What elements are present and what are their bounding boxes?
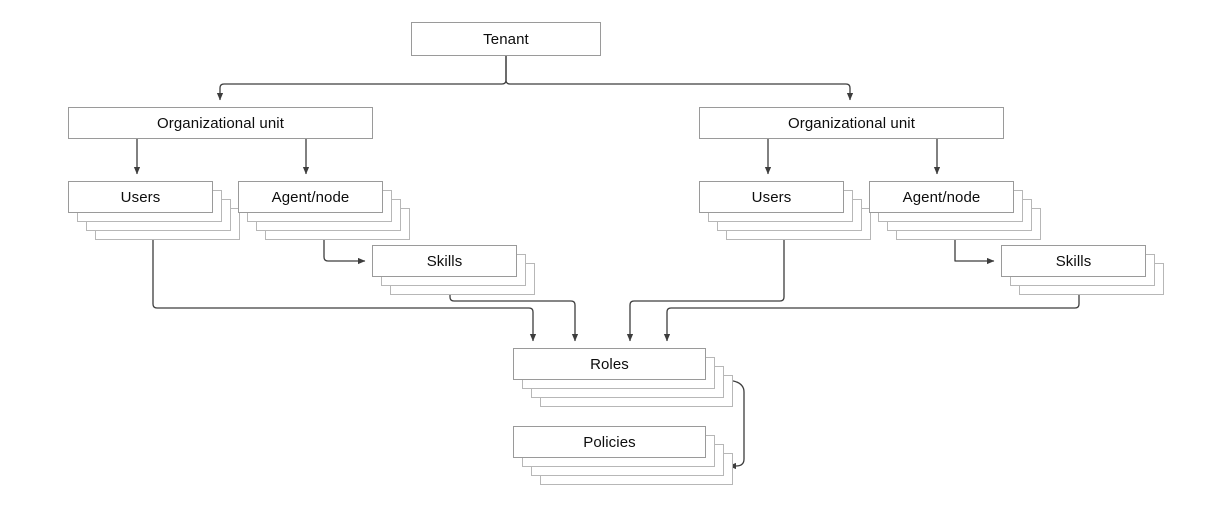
edge-users-left-to-roles	[152, 240, 537, 342]
node-organizational-unit-left[interactable]: Organizational unit	[68, 107, 373, 139]
node-tenant[interactable]: Tenant	[411, 22, 601, 56]
node-skills-left-label: Skills	[426, 252, 463, 270]
edge-skills-left-to-roles	[449, 286, 579, 342]
edge-roles-to-policies	[722, 379, 745, 470]
edge-agent-left-to-skills-left	[323, 240, 366, 265]
node-organizational-unit-right[interactable]: Organizational unit	[699, 107, 1004, 139]
node-users-left[interactable]: Users	[68, 181, 213, 213]
node-policies-label: Policies	[583, 433, 636, 451]
edge-skills-right-to-roles	[663, 286, 1080, 342]
node-skills-left[interactable]: Skills	[372, 245, 517, 277]
edge-users-right-to-roles	[626, 240, 785, 342]
node-roles-label: Roles	[590, 355, 629, 373]
node-agent-node-right[interactable]: Agent/node	[869, 181, 1014, 213]
node-roles[interactable]: Roles	[513, 348, 706, 380]
edge-tenant-to-ou-left	[216, 56, 507, 101]
node-agent-node-left[interactable]: Agent/node	[238, 181, 383, 213]
edge-tenant-to-ou-right	[505, 56, 854, 101]
edge-agent-right-to-skills-right	[954, 240, 995, 265]
node-organizational-unit-right-label: Organizational unit	[788, 114, 915, 132]
node-agent-node-right-label: Agent/node	[902, 188, 981, 206]
node-agent-node-left-label: Agent/node	[271, 188, 350, 206]
node-organizational-unit-left-label: Organizational unit	[157, 114, 284, 132]
node-skills-right-label: Skills	[1055, 252, 1092, 270]
node-tenant-label: Tenant	[483, 30, 529, 48]
node-users-right-label: Users	[751, 188, 792, 206]
node-policies[interactable]: Policies	[513, 426, 706, 458]
node-users-left-label: Users	[120, 188, 161, 206]
node-skills-right[interactable]: Skills	[1001, 245, 1146, 277]
node-users-right[interactable]: Users	[699, 181, 844, 213]
